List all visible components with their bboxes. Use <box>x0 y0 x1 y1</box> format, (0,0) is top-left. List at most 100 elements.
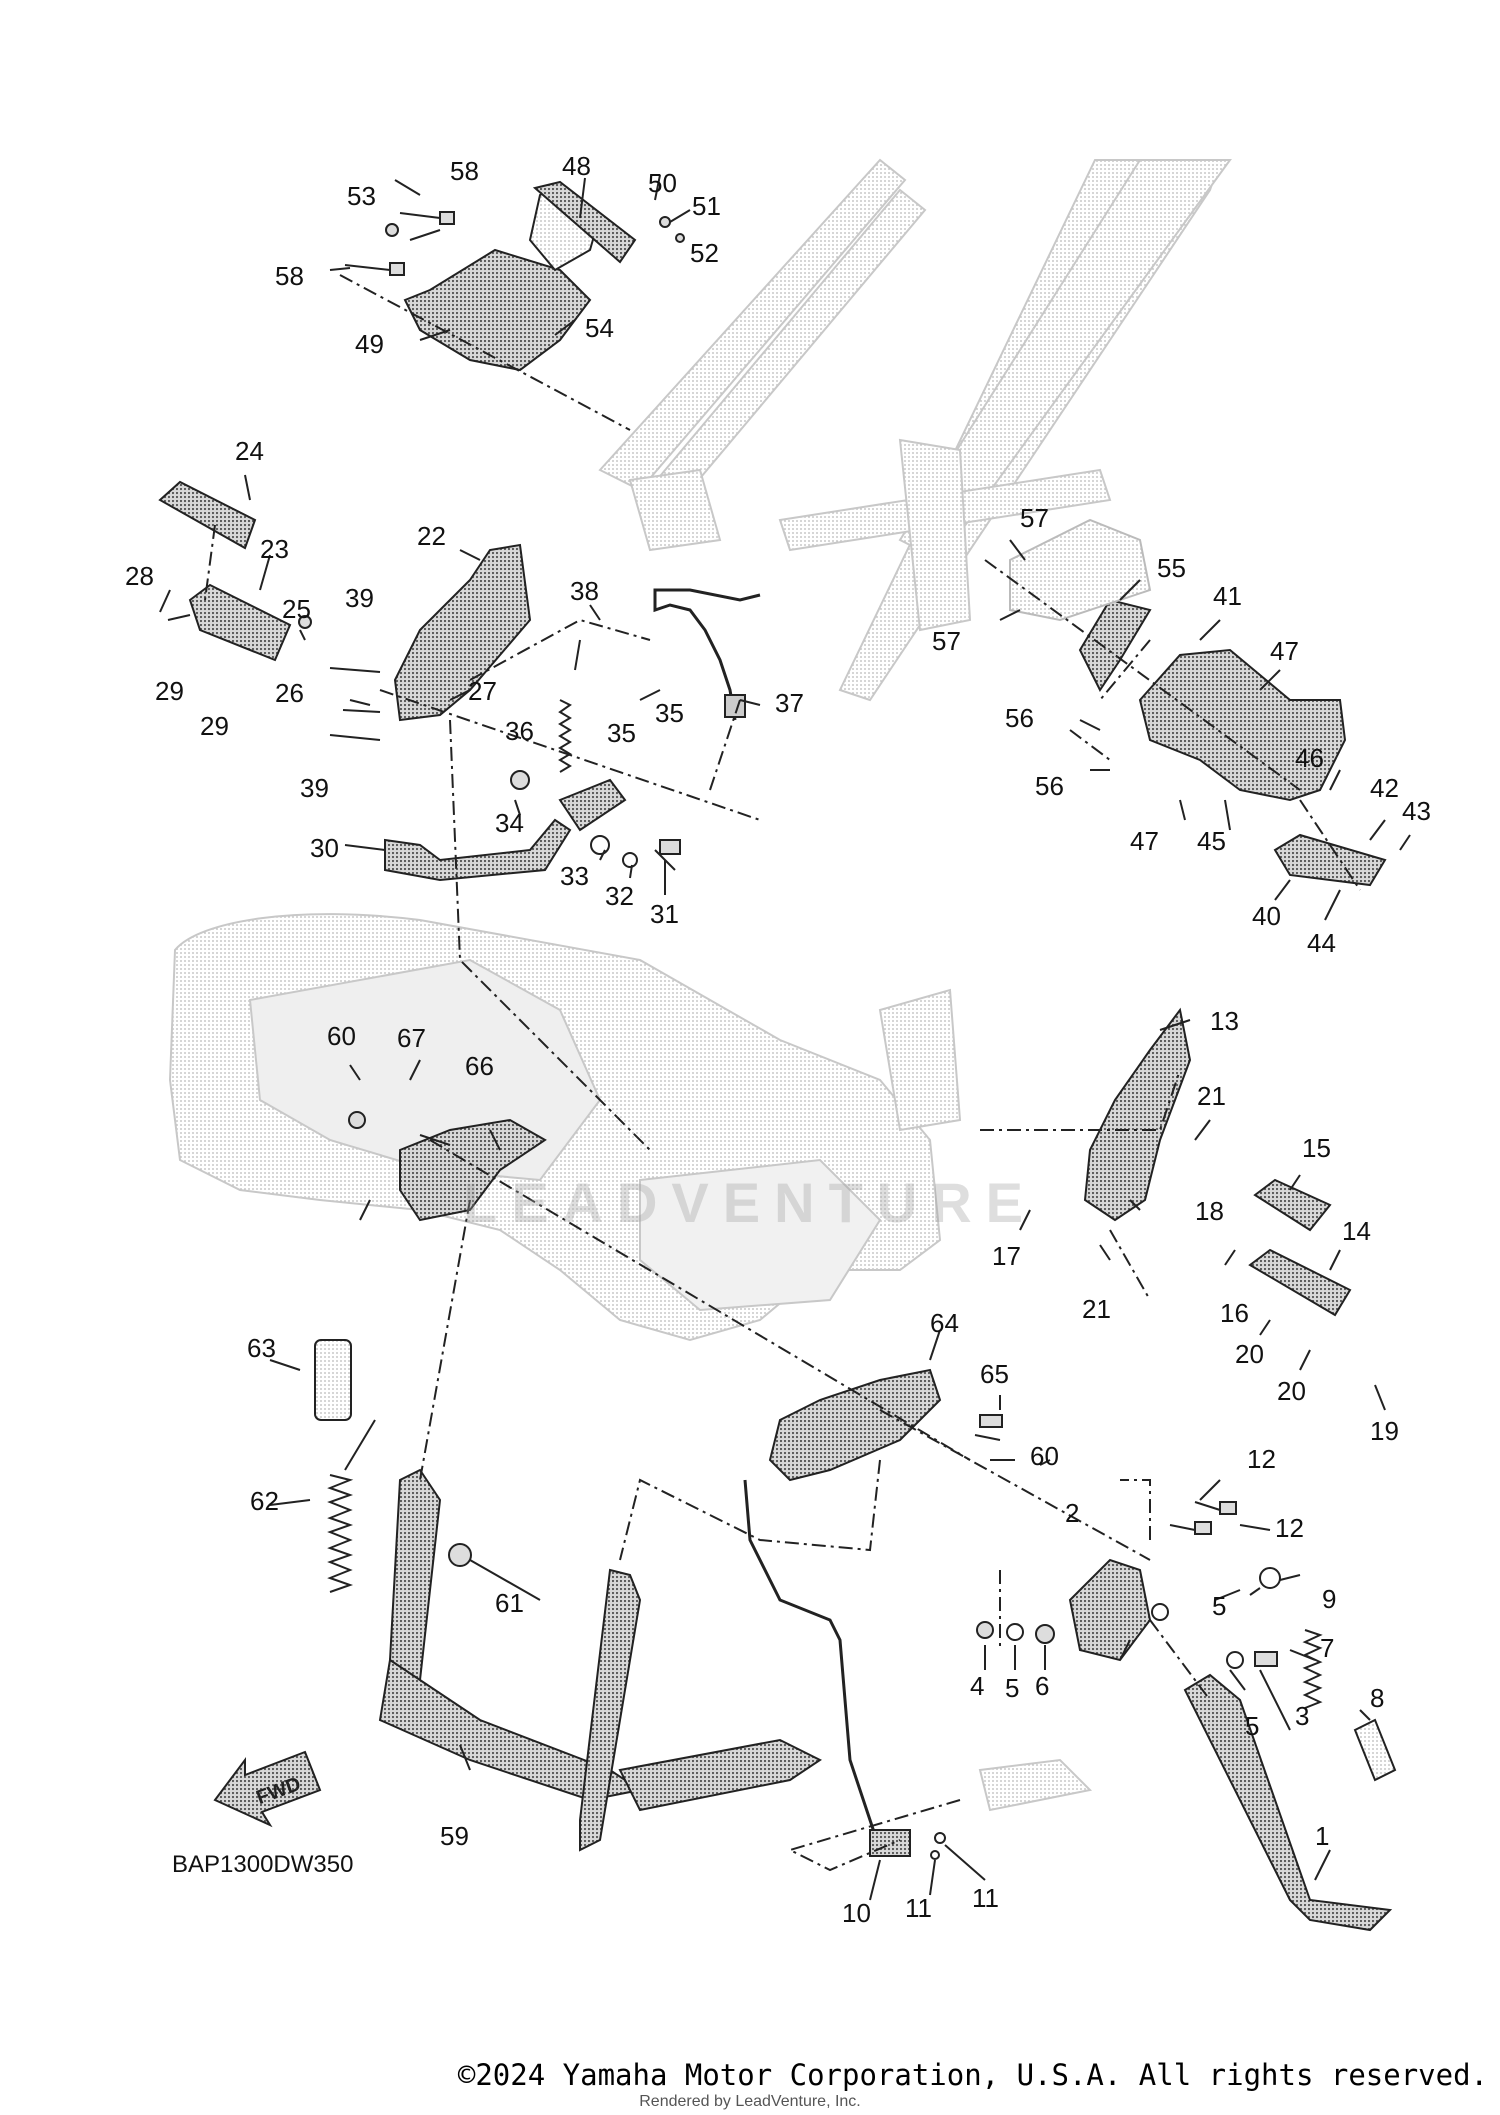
callout-label: 62 <box>250 1486 279 1516</box>
callout-label: 7 <box>1320 1633 1334 1663</box>
callout-label: 50 <box>648 168 677 198</box>
callout-label: 56 <box>1035 771 1064 801</box>
callout-label: 39 <box>345 583 374 613</box>
callout-label: 33 <box>560 861 589 891</box>
rider-footpeg-14 <box>1248 1248 1352 1317</box>
callout-label: 45 <box>1197 826 1226 856</box>
callout-label: 23 <box>260 534 289 564</box>
leader-lines <box>159 174 1411 1901</box>
callout-label: 66 <box>465 1051 494 1081</box>
shock-component-background <box>1009 518 1152 622</box>
sidestand-bracket-2 <box>1068 1558 1152 1662</box>
callout-label: 20 <box>1235 1339 1264 1369</box>
callout-label: 2 <box>1065 1498 1079 1528</box>
callout-label: 18 <box>1195 1196 1224 1226</box>
bolts-upper <box>344 211 685 276</box>
cover-55 <box>1078 598 1152 692</box>
rider-footrest-bracket-right-13 <box>1083 1007 1192 1222</box>
watermark: LEADVENTURE <box>462 1171 1038 1234</box>
callout-label: 35 <box>607 718 636 748</box>
shift-pedal-30 <box>384 818 572 882</box>
callout-label: 19 <box>1370 1416 1399 1446</box>
callout-label: 5 <box>1005 1673 1019 1703</box>
center-stand-bracket-64 <box>768 1368 942 1482</box>
callout-label: 67 <box>397 1023 426 1053</box>
callout-label: 29 <box>200 711 229 741</box>
shift-arm-33 <box>558 778 627 832</box>
callout-label: 54 <box>585 313 614 343</box>
callout-label: 47 <box>1270 636 1299 666</box>
passenger-footpeg-48 <box>532 180 637 264</box>
center-stand-59 <box>378 1468 822 1852</box>
sidestand-1 <box>1183 1673 1393 1932</box>
drawing-code: BAP1300DW350 <box>172 1851 353 1878</box>
callout-label: 59 <box>440 1821 469 1851</box>
callout-label: 65 <box>980 1359 1009 1389</box>
callout-label: 20 <box>1277 1376 1306 1406</box>
callout-numbers: 58 53 48 50 51 52 58 54 49 24 23 22 28 2… <box>125 151 1431 1928</box>
callout-label: 4 <box>970 1671 984 1701</box>
rider-footpeg-rubber-15 <box>1253 1178 1332 1232</box>
forward-arrow-icon: FWD <box>213 1750 322 1828</box>
callout-label: 51 <box>692 191 721 221</box>
callout-label: 63 <box>247 1333 276 1363</box>
callout-label: 26 <box>275 678 304 708</box>
callout-label: 11 <box>905 1893 932 1923</box>
dash-dot-assembly-lines <box>204 274 1361 1872</box>
callout-label: 36 <box>505 716 534 746</box>
frame-background <box>168 158 1232 1812</box>
sidestand-switch-wire-10 <box>743 1479 911 1857</box>
small-hardware <box>348 1111 1281 1860</box>
callout-label: 11 <box>972 1883 999 1913</box>
callout-label: 43 <box>1402 796 1431 826</box>
callout-label: 57 <box>1020 503 1049 533</box>
callout-label: 47 <box>1130 826 1159 856</box>
callout-label: 61 <box>495 1588 524 1618</box>
callout-label: 12 <box>1275 1513 1304 1543</box>
callout-label: 29 <box>155 676 184 706</box>
rider-footpeg-23 <box>188 583 292 662</box>
callout-label: 13 <box>1210 1006 1239 1036</box>
callout-label: 46 <box>1295 743 1324 773</box>
callout-label: 31 <box>650 899 679 929</box>
callout-label: 15 <box>1302 1133 1331 1163</box>
callout-label: 22 <box>417 521 446 551</box>
callout-label: 56 <box>1005 703 1034 733</box>
callout-label: 60 <box>327 1021 356 1051</box>
callout-label: 37 <box>775 688 804 718</box>
callout-label: 25 <box>282 594 311 624</box>
callout-label: 5 <box>1212 1591 1226 1621</box>
callout-label: 38 <box>570 576 599 606</box>
callout-label: 14 <box>1342 1216 1371 1246</box>
callout-label: 55 <box>1157 553 1186 583</box>
copyright-notice: ©2024 Yamaha Motor Corporation, U.S.A. A… <box>457 2058 1488 2092</box>
rider-footpeg-rubber-24 <box>158 480 257 550</box>
callout-label: 34 <box>495 808 524 838</box>
callout-label: 27 <box>468 676 497 706</box>
rider-footrest-bracket-22 <box>393 543 532 722</box>
callout-label: 3 <box>1295 1701 1309 1731</box>
spring-36 <box>558 699 572 773</box>
collar-63 <box>314 1339 352 1421</box>
callout-label: 58 <box>275 261 304 291</box>
callout-label: 57 <box>932 626 961 656</box>
callout-label: 21 <box>1082 1294 1111 1324</box>
callout-label: 5 <box>1245 1711 1259 1741</box>
center-stand-bracket-66 <box>399 1118 547 1222</box>
callout-label: 12 <box>1247 1444 1276 1474</box>
callout-label: 6 <box>1035 1671 1049 1701</box>
callout-label: 24 <box>235 436 264 466</box>
callout-label: 64 <box>930 1308 959 1338</box>
callout-label: 44 <box>1307 928 1336 958</box>
callout-label: 17 <box>992 1241 1021 1271</box>
callout-label: 42 <box>1370 773 1399 803</box>
callout-label: 32 <box>605 881 634 911</box>
callout-label: 16 <box>1220 1298 1249 1328</box>
callout-label: 10 <box>842 1898 871 1928</box>
callout-label: 58 <box>450 156 479 186</box>
passenger-footrest-bracket-right-41 <box>1138 648 1347 802</box>
spring-7 <box>1302 1629 1323 1709</box>
callout-label: 60 <box>1030 1441 1059 1471</box>
callout-label: 1 <box>1315 1821 1329 1851</box>
